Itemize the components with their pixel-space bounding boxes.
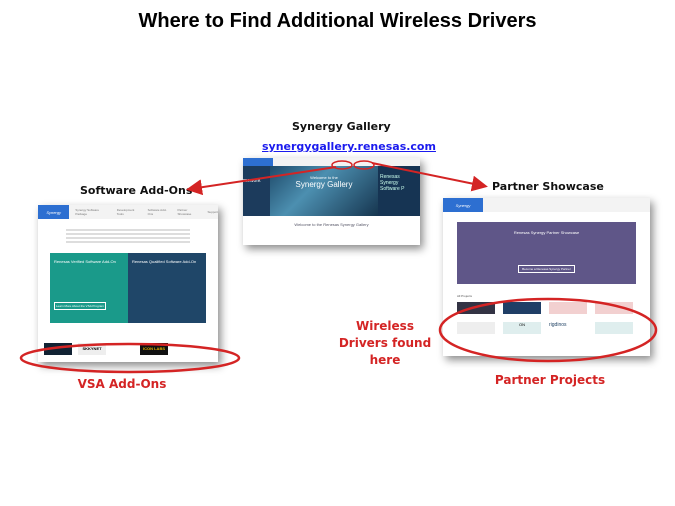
software-addons-label: Software Add-Ons [80,184,193,197]
verified-panel: Renesas Verified Software Add-On Learn M… [50,253,128,323]
partner-logo: rigdinos [549,322,567,328]
become-partner-button[interactable]: Become a Renesas Synergy Partner [518,265,575,273]
nav-item: Software Add-Ons [147,208,167,216]
partner-projects-ellipse [438,297,658,363]
gallery-side-title: Renesas Synergy Software P [378,166,420,216]
partner-projects-label: Partner Projects [494,373,606,387]
partner-showcase-screenshot: Synergy Renesas Synergy Partner Showcase… [443,198,650,356]
gallery-left-panel: mework [243,166,270,216]
vsa-addons-label: VSA Add-Ons [77,377,167,391]
nav-item: Partner Showcase [177,208,192,216]
nav-item: Support [207,210,218,214]
hero-welcome: Welcome to the [310,175,338,180]
wireless-annotation: Wireless Drivers found here [325,318,445,369]
gallery-url-link[interactable]: synergygallery.renesas.com [262,140,436,153]
nav-item: Synergy Software Package [75,208,99,216]
slide-title: Where to Find Additional Wireless Driver… [138,10,537,32]
verified-title: Renesas Verified Software Add-On [54,259,116,264]
banner-title: Renesas Synergy Partner Showcase [513,230,580,235]
partner-showcase-label: Partner Showcase [492,180,604,193]
wireless-line: here [369,353,401,367]
nav-item: Development Tools [116,208,135,216]
qualified-panel: Renesas Qualified Software Add-On [128,253,206,323]
arrow-to-software-addons [186,166,337,196]
learn-more-button[interactable]: Learn More About the VSA Program [54,302,106,310]
highlight-ellipse [331,160,353,170]
hero-title: Synergy Gallery [295,180,353,189]
vsa-ellipse [19,342,241,374]
partner-logo: ON [503,322,541,334]
iconlabs-logo: ICON LABS [140,343,168,355]
wireless-line: Drivers found [338,336,432,350]
gallery-welcome: Welcome to the Renesas Synergy Gallery [294,222,369,227]
all-projects-heading: All Projects [457,294,473,298]
highlight-ellipse [353,160,375,170]
partner-banner: Renesas Synergy Partner Showcase Become … [457,222,636,284]
synergy-gallery-label: Synergy Gallery [292,120,391,133]
arrow-to-partner-showcase [371,162,488,192]
synergy-gallery-screenshot: mework Welcome to the Synergy Gallery Re… [243,158,420,245]
wireless-line: Wireless [356,319,414,333]
